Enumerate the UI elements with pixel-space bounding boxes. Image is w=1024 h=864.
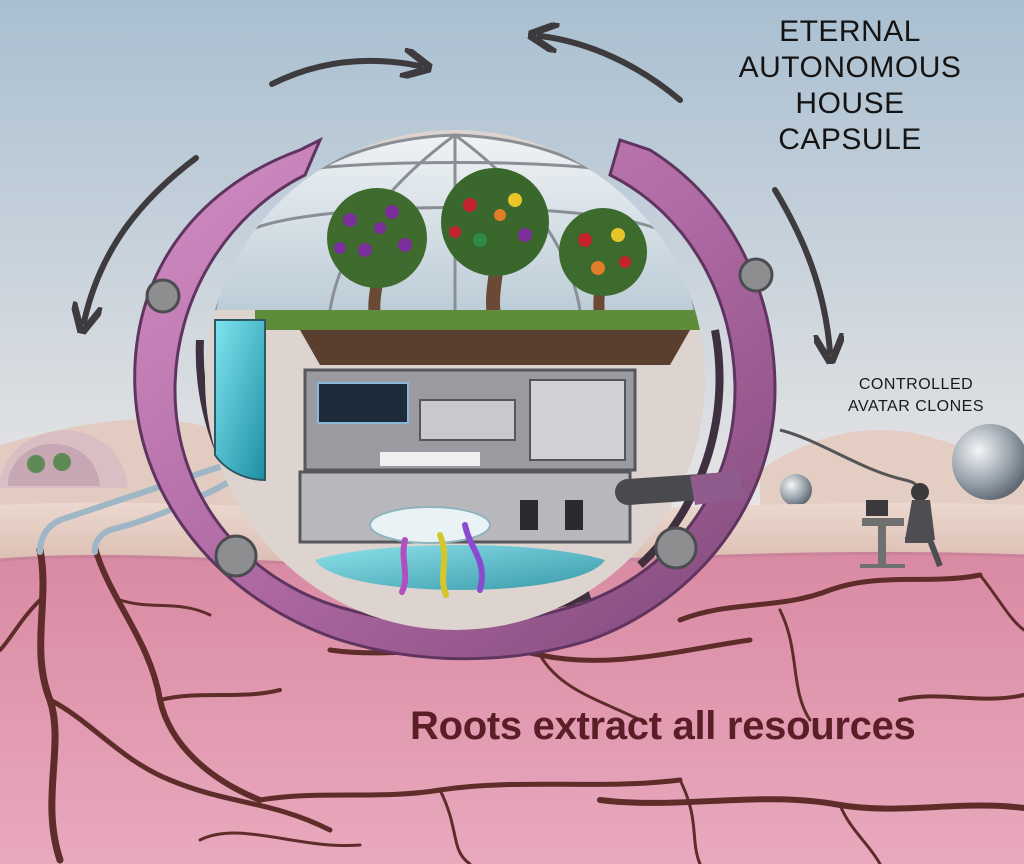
callout-line: CONTROLLED	[858, 376, 974, 393]
title-line: ETERNAL	[779, 15, 921, 48]
circular-arrow-icon	[269, 61, 420, 87]
title-line: CAPSULE	[778, 123, 922, 156]
title-line: AUTONOMOUS HOUSE	[738, 51, 962, 120]
dome-house-icon	[0, 430, 128, 488]
circular-arrow-icon	[84, 155, 199, 322]
roots-caption: Roots extract all resources	[410, 704, 916, 748]
circular-arrow-icon	[772, 187, 830, 352]
sphere-pod-icon	[780, 424, 1024, 506]
avatar-operator-icon	[860, 483, 943, 568]
fruit-tree-icon	[559, 208, 647, 319]
fruit-tree-icon	[327, 188, 427, 319]
callout-line: AVATAR CLONES	[847, 398, 984, 415]
capsule-title: ETERNAL AUTONOMOUS HOUSE CAPSULE	[700, 14, 1000, 158]
avatar-clones-callout: CONTROLLED AVATAR CLONES	[836, 374, 996, 418]
circular-arrow-icon	[540, 36, 683, 103]
